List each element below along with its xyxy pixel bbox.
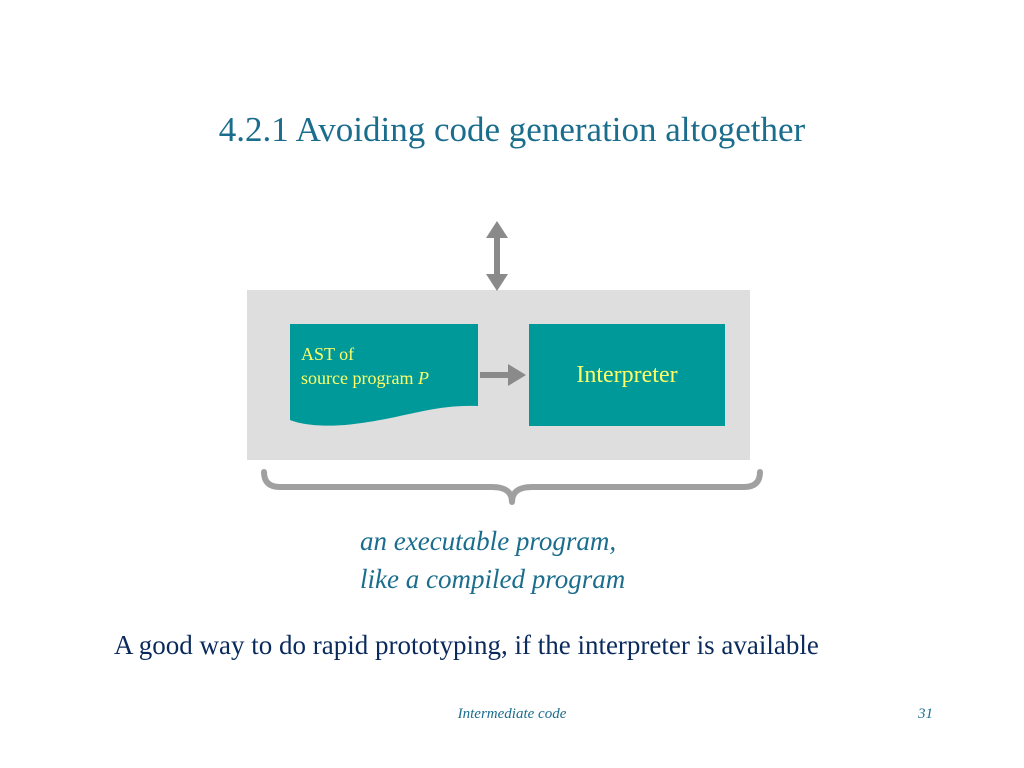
ast-label-text: source program	[301, 368, 414, 388]
footer-section: Intermediate code	[457, 706, 567, 722]
caption-line1: an executable program,	[360, 526, 617, 556]
ast-label-line2: source program P	[301, 366, 429, 390]
ast-to-interpreter-arrow	[480, 364, 526, 386]
executable-caption: an executable program, like a compiled p…	[360, 522, 625, 598]
page-number: 31	[918, 706, 933, 722]
slide-remark: A good way to do rapid prototyping, if t…	[114, 630, 819, 660]
ast-program-variable: P	[417, 368, 429, 388]
ast-label-line1: AST of	[301, 344, 355, 364]
interpreter-box	[529, 324, 725, 426]
ast-label: AST of source program P	[301, 342, 429, 390]
io-double-arrow	[486, 221, 508, 291]
slide-title: 4.2.1 Avoiding code generation altogethe…	[218, 110, 806, 149]
interpreter-label: Interpreter	[576, 362, 678, 388]
curly-brace	[261, 469, 763, 505]
ast-document-shape	[290, 324, 478, 426]
caption-line2: like a compiled program	[360, 564, 626, 594]
